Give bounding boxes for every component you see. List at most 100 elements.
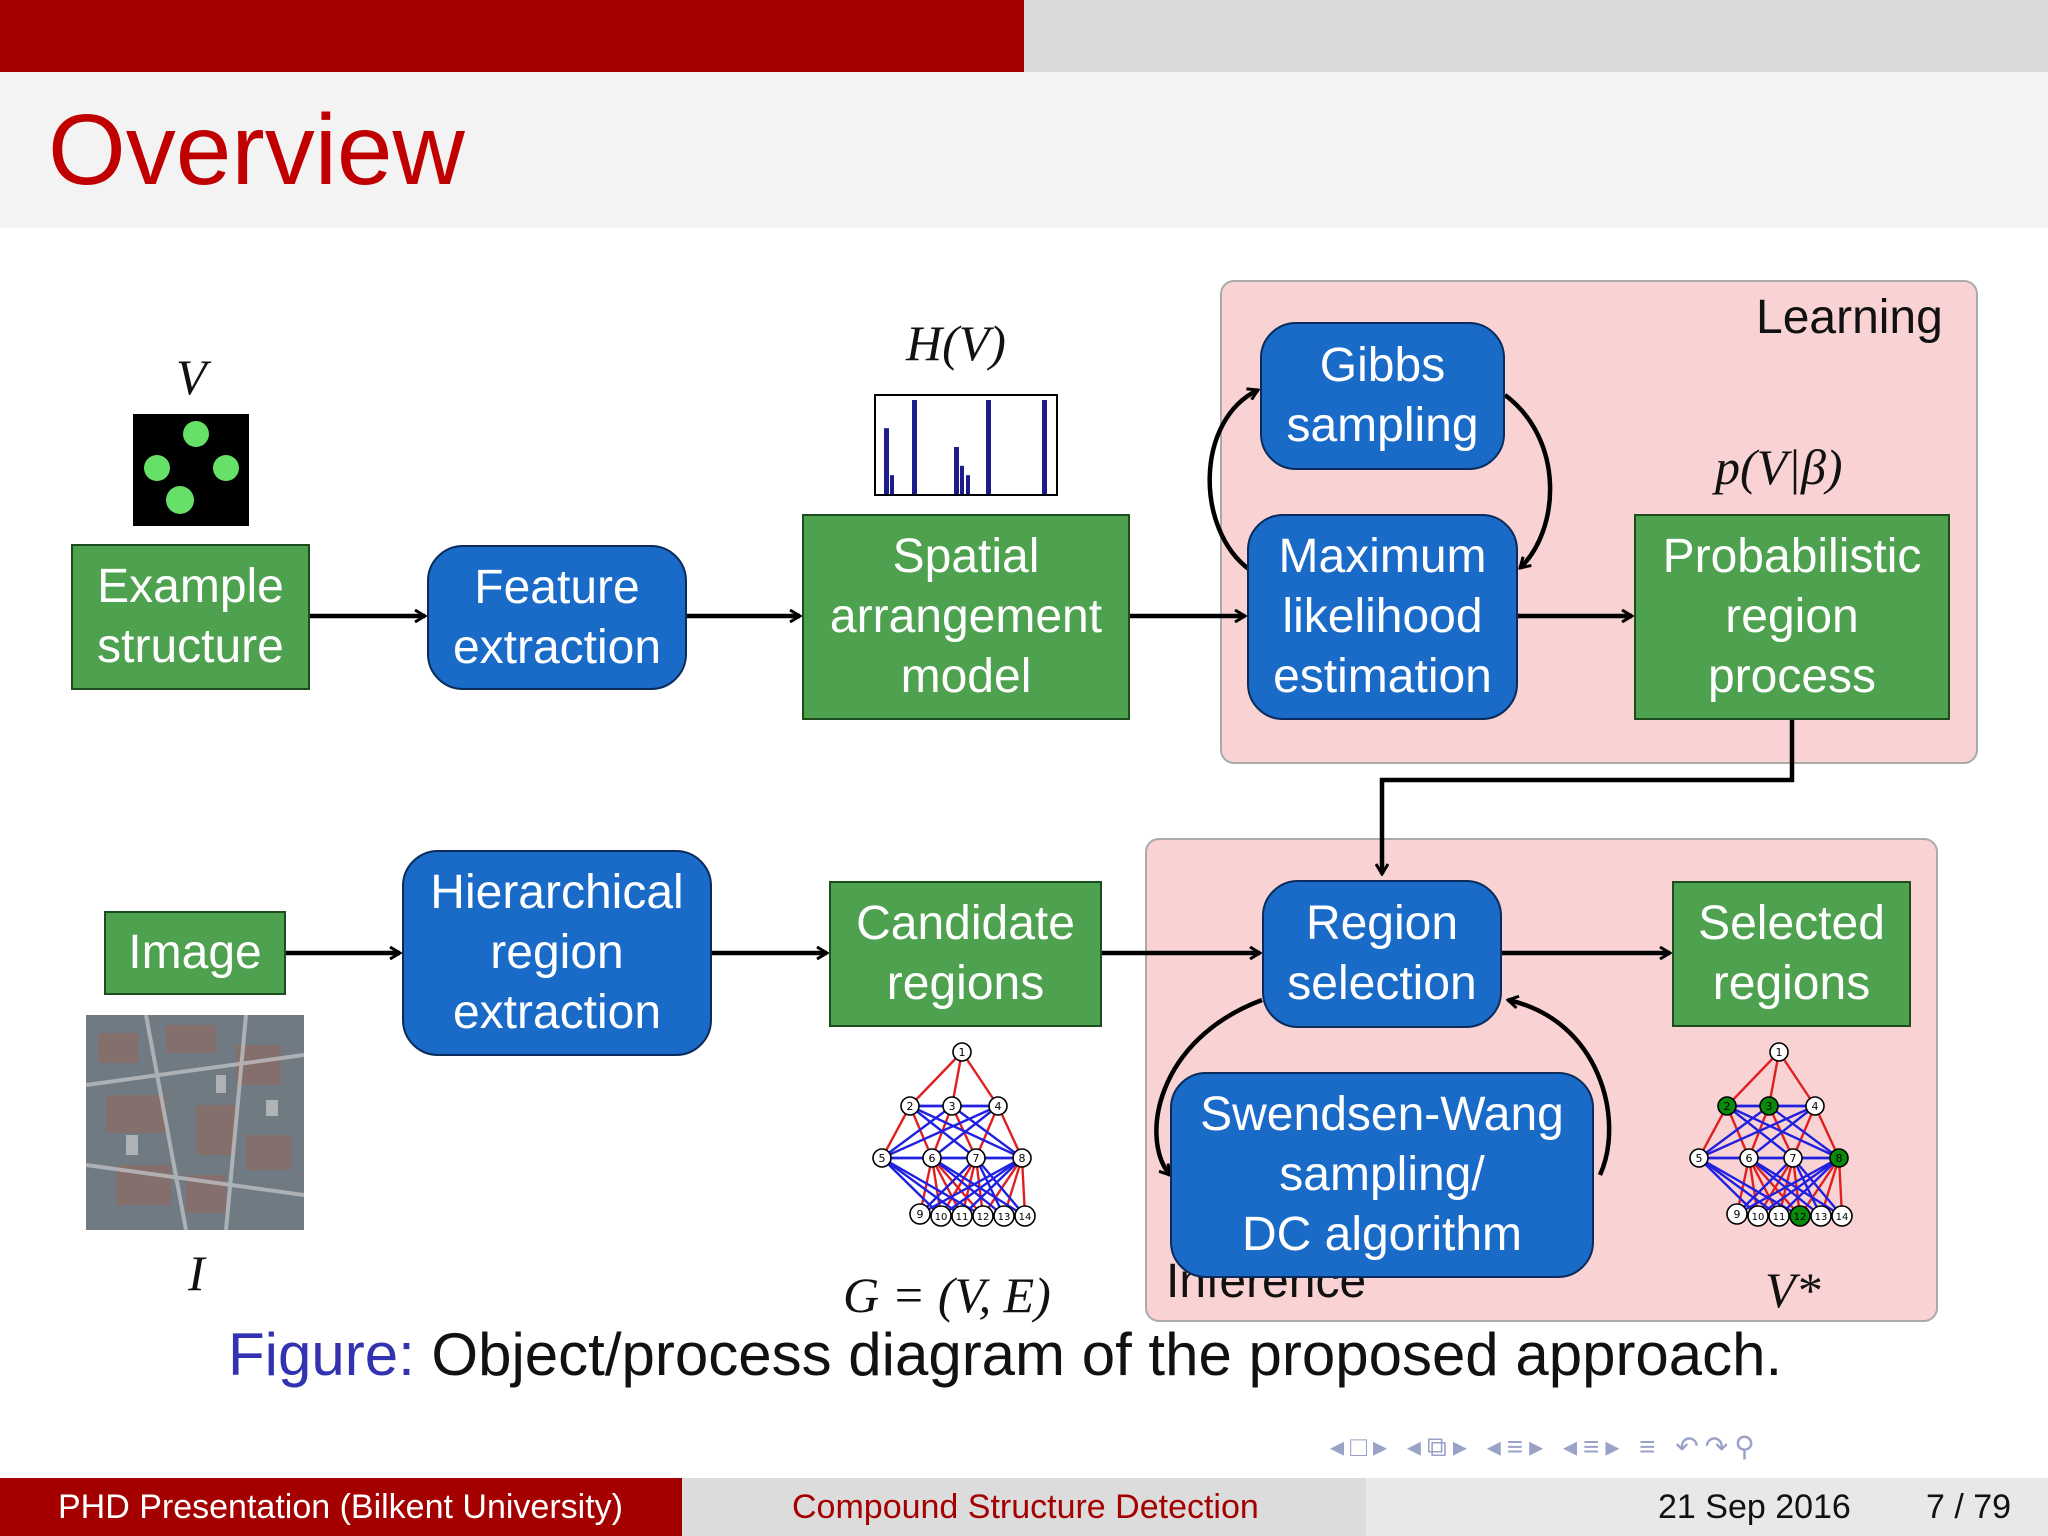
caption-text: Object/process diagram of the proposed a… — [431, 1321, 1783, 1388]
toc-icon[interactable]: ◂≡▸ ≡ — [1562, 1431, 1662, 1462]
label-v: V — [176, 349, 207, 405]
graph-edge-blue — [1748, 1156, 1843, 1218]
hierarchical-extraction-box: Hierarchical region extraction — [402, 850, 712, 1056]
graph-node — [909, 1203, 931, 1225]
graph-edge-blue — [931, 1105, 999, 1159]
graph-node-label: 5 — [879, 1152, 886, 1165]
graph-edge-red — [1697, 1105, 1729, 1159]
arrow-swendsen-to-selection — [1508, 1000, 1612, 1176]
top-bar-left — [0, 0, 1024, 72]
graph-edge-red — [880, 1105, 912, 1159]
region-selection-box: Region selection — [1262, 880, 1502, 1028]
nav-right-icon[interactable]: ▸ — [1372, 1431, 1394, 1462]
graph-node — [1829, 1148, 1849, 1168]
graph-edge-blue — [881, 1157, 942, 1217]
histogram-bar — [960, 465, 964, 494]
gibbs-sampling-box: Gibbs sampling — [1260, 322, 1505, 470]
graph-edge-blue — [1698, 1157, 1780, 1217]
graph-node-label: 2 — [907, 1100, 914, 1113]
histogram-bar — [986, 400, 991, 494]
section-icon[interactable]: ◂⧉▸ — [1406, 1431, 1473, 1462]
footer-page: 7 / 79 — [1926, 1488, 2012, 1526]
figure-caption: Figure: Object/process diagram of the pr… — [228, 1320, 1782, 1389]
candidate-regions-box: Candidate regions — [829, 881, 1102, 1027]
graph-node — [1810, 1205, 1832, 1227]
graph-edge-blue — [975, 1157, 1026, 1217]
graph-node-label: 9 — [1734, 1208, 1741, 1221]
graph-node-label: 8 — [1019, 1152, 1026, 1165]
graph-node-label: 7 — [973, 1152, 980, 1165]
graph-edge-blue — [881, 1105, 953, 1159]
graph-edge-blue — [1778, 1157, 1840, 1217]
label-p-v-beta: p(V|β) — [1715, 439, 1843, 495]
graph-node-label: 2 — [1724, 1100, 1731, 1113]
graph-node — [942, 1096, 962, 1116]
graph-node — [993, 1205, 1015, 1227]
frame-icon[interactable]: □ — [1350, 1431, 1373, 1462]
graph-node-label: 5 — [1696, 1152, 1703, 1165]
graph-node — [1739, 1148, 1759, 1168]
label-i: I — [188, 1245, 205, 1301]
graph-node-label: 6 — [1746, 1152, 1753, 1165]
top-bar-right — [1024, 0, 2048, 72]
nav-left-icon[interactable]: ◂ — [1330, 1431, 1351, 1462]
title-bar — [0, 72, 2048, 228]
histogram-bar — [912, 400, 917, 494]
footer-author: PHD Presentation (Bilkent University) — [58, 1488, 623, 1526]
graph-node — [1805, 1096, 1825, 1116]
graph-edge-blue — [1736, 1157, 1794, 1215]
graph-node — [922, 1148, 942, 1168]
graph-node-label: 1 — [959, 1046, 966, 1059]
footer-left-bg — [0, 1478, 682, 1536]
histogram-image — [874, 394, 1058, 496]
graph-node — [900, 1096, 920, 1116]
learning-label: Learning — [1756, 291, 1943, 344]
graph-node — [1717, 1096, 1737, 1116]
graph-node-label: 12 — [977, 1212, 990, 1223]
histogram-bar — [884, 428, 889, 494]
graph-node — [872, 1148, 892, 1168]
graph-edge-red — [1778, 1051, 1816, 1107]
graph-node — [1768, 1205, 1790, 1227]
graph-node-label: 6 — [929, 1152, 936, 1165]
graph-edge-blue — [1698, 1104, 1816, 1160]
arrow-prp-to-selection — [1382, 720, 1795, 874]
graph-node — [1012, 1148, 1032, 1168]
footer-right-bg — [1366, 1478, 2048, 1536]
graph-node-label: 10 — [935, 1212, 948, 1223]
graph-node-label: 7 — [1790, 1152, 1797, 1165]
graph-node — [930, 1205, 952, 1227]
subsection-icon[interactable]: ◂≡▸ — [1486, 1431, 1550, 1462]
graph-node-label: 1 — [1776, 1046, 1783, 1059]
mle-box: Maximum likelihood estimation — [1247, 514, 1518, 720]
image-box: Image — [104, 911, 286, 995]
graph-node — [1769, 1042, 1789, 1062]
spatial-model-box: Spatial arrangement model — [802, 514, 1130, 720]
graph-node-label: 4 — [1812, 1100, 1819, 1113]
example-structure-image — [133, 414, 249, 526]
footer-date: 21 Sep 2016 — [1658, 1488, 1851, 1526]
histogram-bar — [890, 475, 894, 494]
search-icon[interactable]: ↶↷⚲ — [1675, 1431, 1761, 1462]
graph-edge-blue — [881, 1104, 999, 1160]
graph-node-label: 14 — [1019, 1212, 1032, 1223]
footer-center-bg — [682, 1478, 1366, 1536]
graph-node-label: 4 — [995, 1100, 1002, 1113]
example-structure-box: Example structure — [71, 544, 310, 690]
label-g-equals: G = (V, E) — [843, 1267, 1051, 1323]
label-h-of-v: H(V) — [906, 315, 1006, 371]
satellite-image — [86, 1015, 304, 1230]
graph-node — [1747, 1205, 1769, 1227]
arrow-selection-to-swendsen — [1154, 997, 1263, 1175]
graph-edge-blue — [1736, 1156, 1840, 1216]
graph-node-label: 9 — [917, 1208, 924, 1221]
footer-title: Compound Structure Detection — [792, 1488, 1259, 1526]
graph-edge-blue — [931, 1156, 1026, 1218]
graph-node — [1759, 1096, 1779, 1116]
graph-node — [1726, 1203, 1748, 1225]
graph-node-label: 3 — [1766, 1100, 1773, 1113]
graph-node — [951, 1205, 973, 1227]
